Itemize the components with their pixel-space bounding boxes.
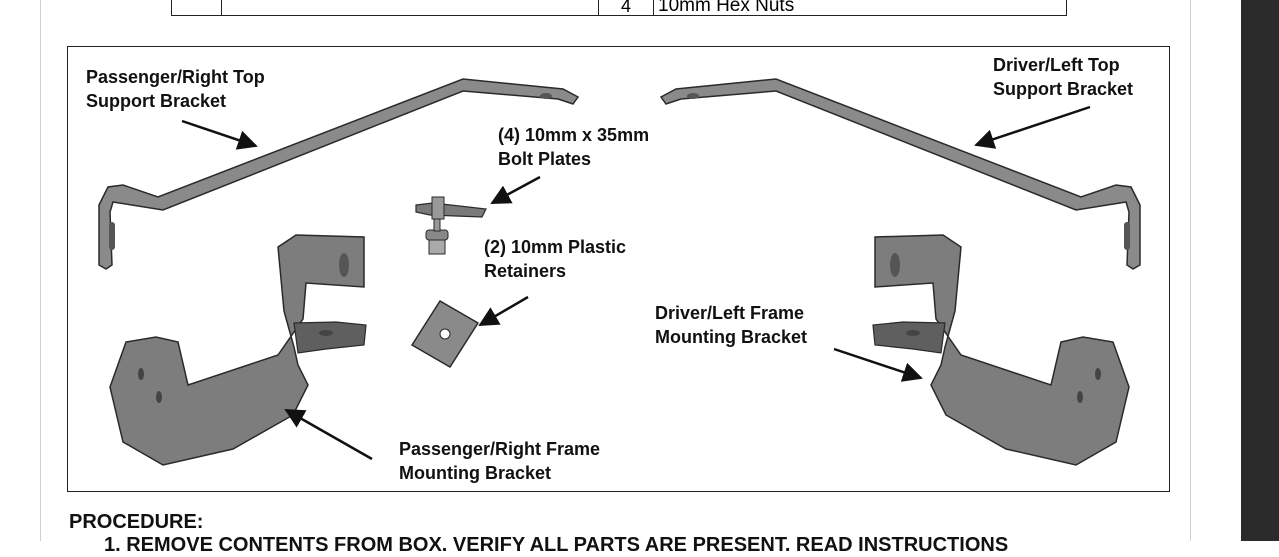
procedure-step-1: 1. REMOVE CONTENTS FROM BOX. VERIFY ALL … (104, 534, 1009, 556)
label-line: (4) 10mm x 35mm (498, 125, 650, 145)
arrow-retainers (478, 295, 529, 327)
label-line: Mounting Bracket (655, 327, 808, 347)
page-left-border (40, 0, 41, 541)
label-line: Retainers (484, 261, 567, 281)
label-line: Bolt Plates (498, 149, 592, 169)
driver-frame-bracket (872, 234, 1130, 466)
label-line: Passenger/Right Top (86, 67, 265, 87)
arrow-driver-frame (833, 347, 923, 382)
label-line: Support Bracket (86, 91, 227, 111)
plastic-retainer-part (410, 299, 480, 369)
label-passenger-frame-bracket: Passenger/Right Frame Mounting Bracket (399, 437, 600, 485)
label-line: Support Bracket (993, 79, 1134, 99)
arrow-passenger-top (181, 119, 258, 150)
parts-diagram: Passenger/Right Top Support Bracket Driv… (67, 46, 1170, 492)
label-bolt-plates: (4) 10mm x 35mm Bolt Plates (498, 123, 649, 171)
arrow-passenger-frame (284, 408, 373, 461)
page-right-border (1190, 0, 1191, 541)
label-line: (2) 10mm Plastic (484, 237, 627, 257)
table-cell-blank (172, 0, 222, 15)
label-line: Mounting Bracket (399, 463, 552, 483)
passenger-top-bracket (98, 78, 580, 270)
table-cell-qty: 4 (599, 0, 654, 16)
table-cell-blank (222, 0, 599, 15)
label-line: Driver/Left Frame (655, 303, 805, 323)
table-cell-description: 10mm Hex Nuts (658, 0, 795, 16)
label-passenger-top-bracket: Passenger/Right Top Support Bracket (86, 65, 265, 113)
passenger-frame-bracket (109, 234, 367, 466)
window-edge (1241, 0, 1279, 541)
parts-drawing (98, 78, 1141, 466)
bolt-plate-part (415, 196, 487, 255)
procedure-heading: PROCEDURE: (69, 511, 204, 533)
arrow-bolt-plates (490, 175, 541, 205)
label-line: Driver/Left Top (993, 55, 1120, 75)
callout-arrows (181, 105, 1091, 461)
label-retainers: (2) 10mm Plastic Retainers (484, 235, 626, 283)
arrow-driver-top (974, 105, 1091, 149)
driver-top-bracket (659, 78, 1141, 270)
parts-table: 4 10mm Hex Nuts (171, 0, 1067, 16)
label-driver-top-bracket: Driver/Left Top Support Bracket (993, 53, 1133, 101)
label-driver-frame-bracket: Driver/Left Frame Mounting Bracket (655, 301, 807, 349)
label-line: Passenger/Right Frame (399, 439, 601, 459)
instruction-page: 4 10mm Hex Nuts (40, 0, 1279, 556)
